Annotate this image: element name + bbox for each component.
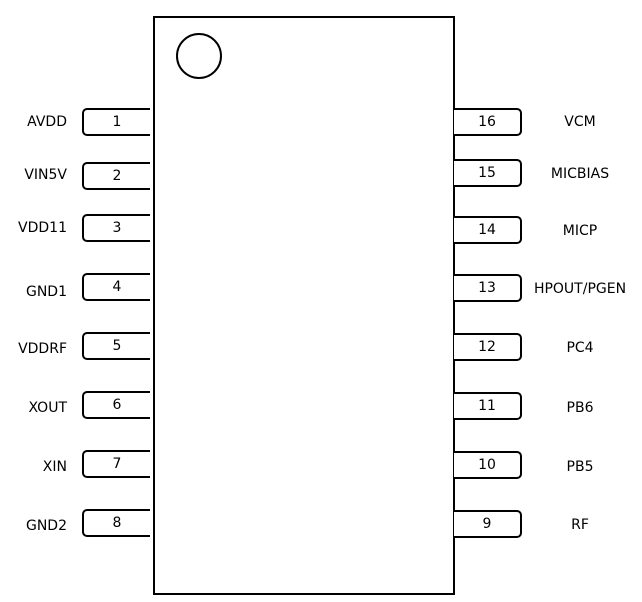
pin-label: VDDRF — [18, 341, 67, 357]
pin-number: 2 — [112, 168, 122, 184]
pin-6: 6 — [82, 391, 150, 419]
pin-5: 5 — [82, 332, 150, 360]
pin-4: 4 — [82, 273, 150, 301]
pin-3: 3 — [82, 214, 150, 242]
pin-16: 16 — [454, 108, 522, 136]
pin-number: 14 — [478, 222, 496, 238]
pin-number: 7 — [112, 456, 122, 472]
pin1-indicator-dot — [176, 33, 222, 79]
pin-label: XIN — [42, 459, 67, 475]
pin-number: 3 — [112, 220, 122, 236]
pin-label: VDD11 — [18, 220, 67, 236]
pin-11: 11 — [454, 392, 522, 420]
pin-2: 2 — [82, 162, 150, 190]
pin-13: 13 — [454, 274, 522, 302]
pin-10: 10 — [454, 451, 522, 479]
pin-label: VIN5V — [24, 167, 67, 183]
pin-label: VCM — [564, 114, 596, 130]
pin-9: 9 — [454, 510, 522, 538]
pin-number: 15 — [478, 165, 496, 181]
pin-label: MICBIAS — [550, 166, 610, 182]
pin-number: 8 — [112, 515, 122, 531]
pin-label: XOUT — [28, 400, 67, 416]
pin-8: 8 — [82, 509, 150, 537]
pin-number: 11 — [478, 398, 496, 414]
pin-12: 12 — [454, 333, 522, 361]
pin-label: PB6 — [566, 400, 594, 416]
pin-number: 1 — [112, 114, 122, 130]
pin-label: GND1 — [25, 284, 67, 300]
pin-number: 4 — [112, 279, 122, 295]
pin-label: GND2 — [25, 518, 67, 534]
pin-number: 5 — [112, 338, 122, 354]
pin-7: 7 — [82, 450, 150, 478]
pin-number: 12 — [478, 339, 496, 355]
ic-package-body — [153, 16, 455, 595]
pin-number: 9 — [482, 516, 492, 532]
pin-label: RF — [571, 517, 589, 533]
pin-number: 16 — [478, 114, 496, 130]
pin-number: 13 — [478, 280, 496, 296]
pin-label: PC4 — [566, 340, 594, 356]
pin-1: 1 — [82, 108, 150, 136]
pin-14: 14 — [454, 216, 522, 244]
pin-label: HPOUT/PGEN — [533, 281, 627, 297]
pin-number: 6 — [112, 397, 122, 413]
pin-label: AVDD — [27, 114, 67, 130]
pin-label: MICP — [562, 223, 598, 239]
pin-number: 10 — [478, 457, 496, 473]
pin-label: PB5 — [566, 459, 594, 475]
pin-15: 15 — [454, 159, 522, 187]
